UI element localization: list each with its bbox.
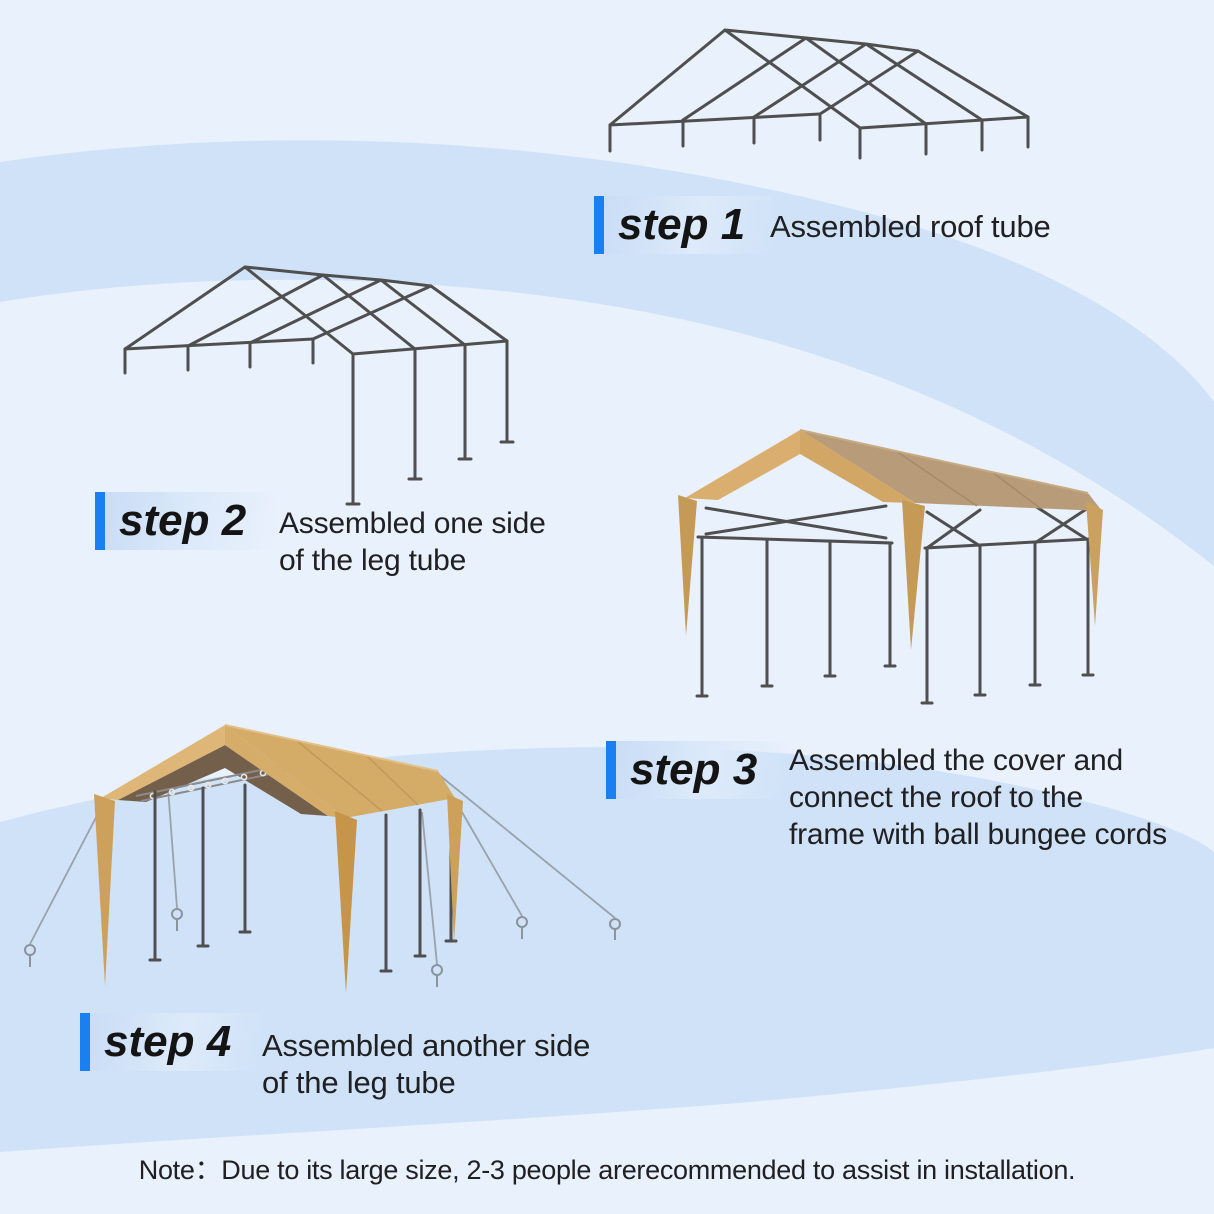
guy-ropes (29, 773, 616, 965)
ground-stake-icons (24, 908, 621, 987)
step-2-label-block: step 2 (95, 492, 277, 550)
note-text: Note：Due to its large size, 2-3 people a… (138, 1155, 1076, 1185)
front-leg-tubes (695, 504, 897, 698)
leg-tubes (920, 504, 1095, 705)
step-3-label-block: step 3 (606, 741, 788, 799)
roof-and-leg-tubes (123, 265, 515, 506)
roof-tube-frame (608, 28, 1030, 160)
step-3-description: Assembled the cover and connect the roof… (789, 744, 1167, 851)
step-1-accent-bar (594, 196, 604, 254)
canopy-cover-illustration (678, 429, 1103, 705)
step-1-description: Assembled roof tube (770, 209, 1051, 244)
cover-tarp (678, 429, 1103, 650)
step-4-description: Assembled another side of the leg tube (262, 1028, 591, 1100)
step-4-accent-bar (80, 1013, 90, 1071)
step-1-label-block: step 1 (594, 196, 776, 254)
assembled-roof-tube-illustration (608, 28, 1030, 160)
roof-underside (118, 745, 328, 816)
step-2-description: Assembled one side of the leg tube (279, 507, 546, 577)
bungee-hooks (135, 765, 286, 802)
step-2-label: step 2 (105, 492, 277, 550)
step-3-accent-bar (606, 741, 616, 799)
cover-tarp (94, 724, 463, 993)
step-4-label: step 4 (90, 1013, 262, 1071)
step-3-label: step 3 (616, 741, 788, 799)
complete-canopy-illustration (24, 724, 621, 993)
step-2-accent-bar (95, 492, 105, 550)
frame-one-side-legs-illustration (123, 265, 515, 506)
step-4-label-block: step 4 (80, 1013, 262, 1071)
step-1-label: step 1 (604, 196, 776, 254)
